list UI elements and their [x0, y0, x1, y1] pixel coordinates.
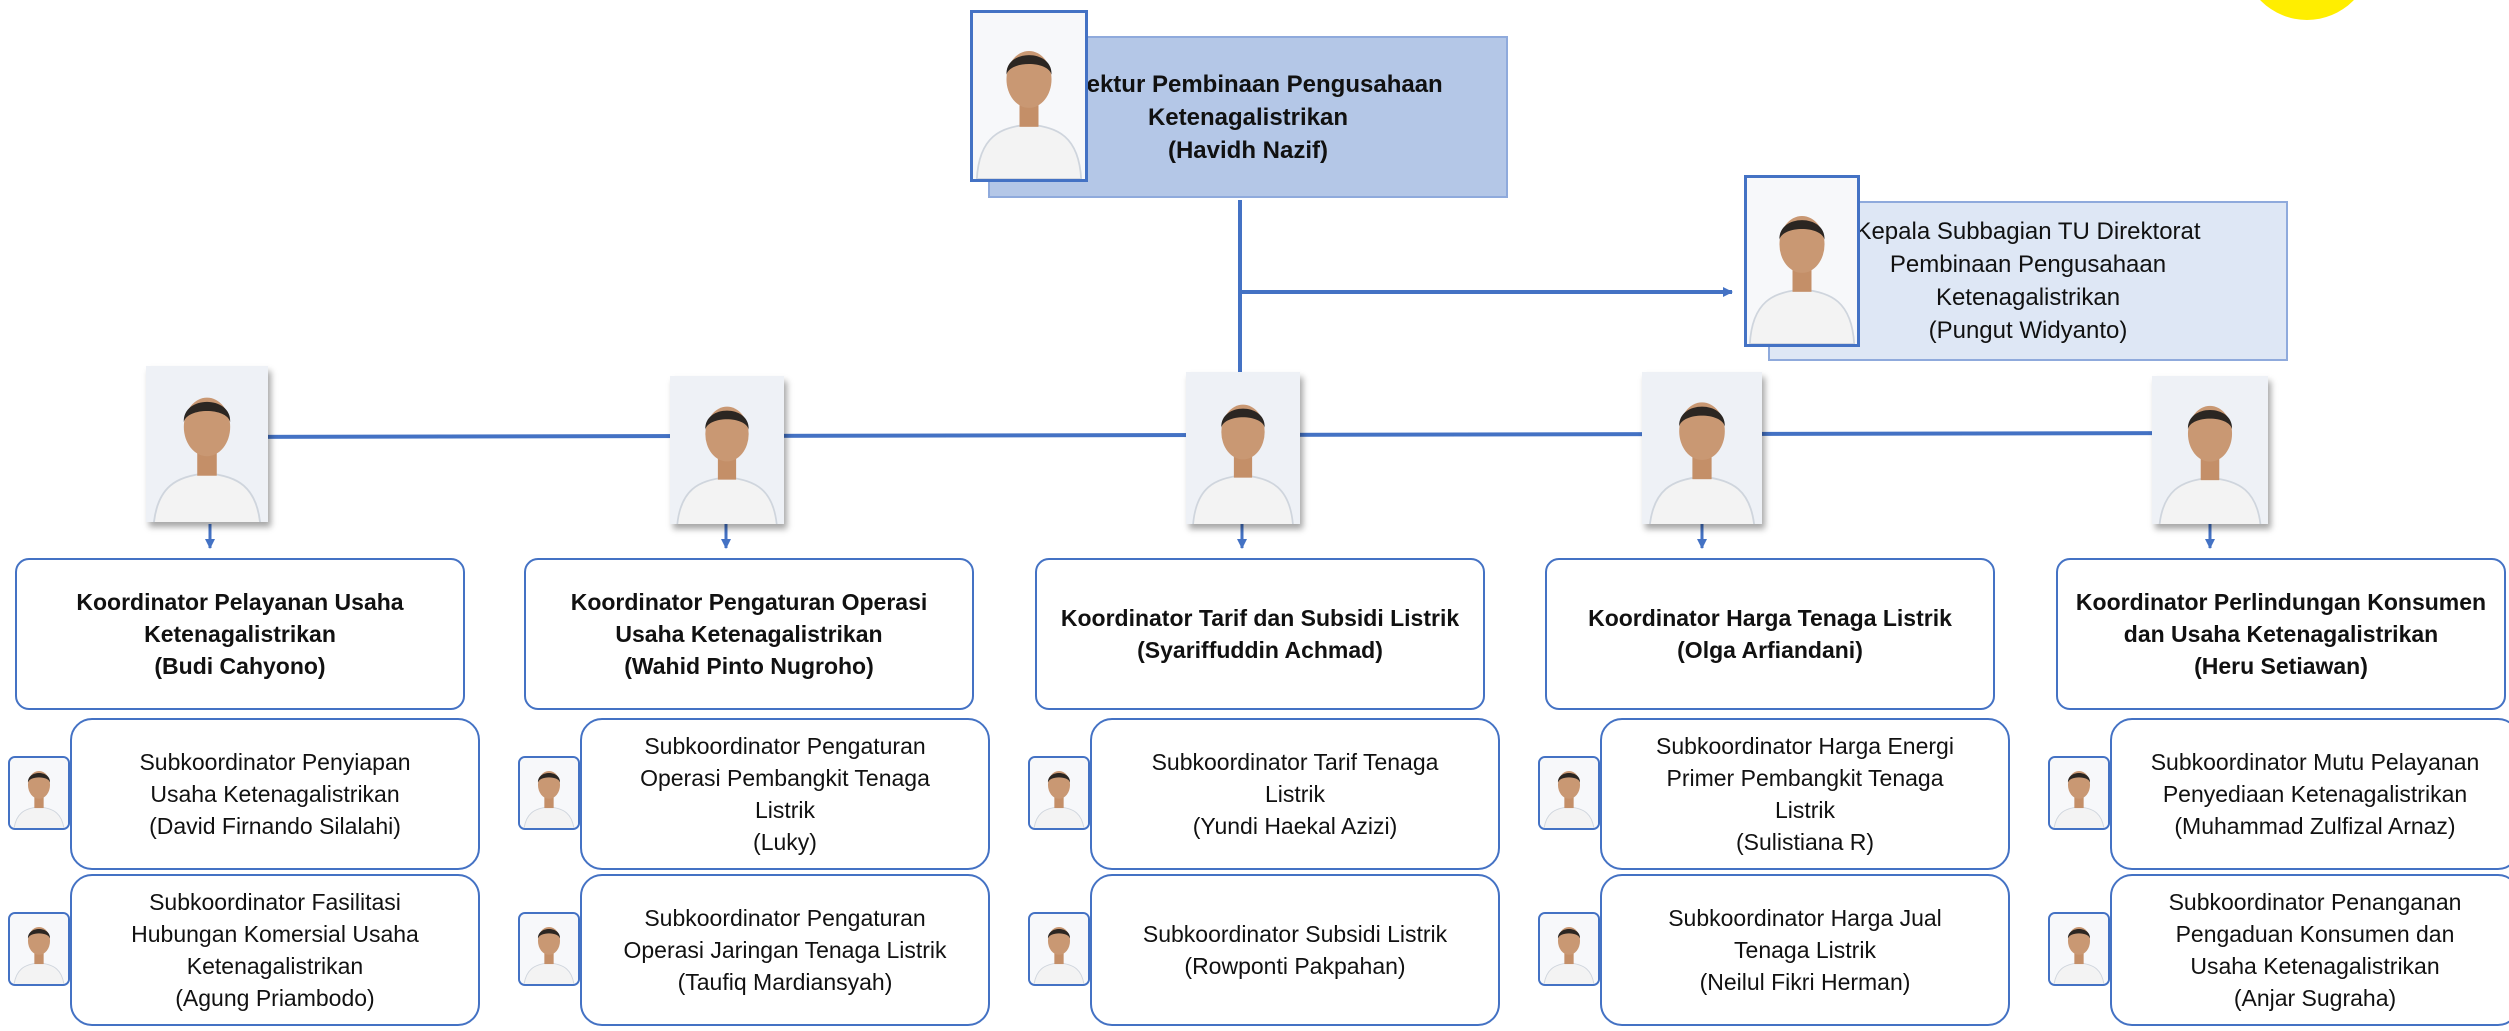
subcoordinator-5b-photo — [2048, 912, 2110, 986]
subcoordinator-4a-line-3: Listrik — [1774, 797, 1836, 823]
subcoordinator-box-5a: Subkoordinator Mutu Pelayanan Penyediaan… — [2110, 718, 2509, 870]
subcoordinator-2b-line-3: (Taufiq Mardiansyah) — [677, 969, 893, 995]
subcoordinator-box-2b: Subkoordinator Pengaturan Operasi Jaring… — [580, 874, 990, 1026]
subcoordinator-2b-photo — [518, 912, 580, 986]
subcoordinator-4a-line-2: Primer Pembangkit Tenaga — [1666, 765, 1944, 791]
subcoordinator-5a-line-3: (Muhammad Zulfizal Arnaz) — [2174, 813, 2456, 839]
subcoordinator-1b-line-1: Subkoordinator Fasilitasi — [149, 889, 401, 915]
coordinator-2-line-1: Koordinator Pengaturan Operasi — [570, 589, 928, 615]
coordinator-1-line-1: Koordinator Pelayanan Usaha — [76, 589, 404, 615]
subcoordinator-3a-line-2: Listrik — [1264, 781, 1326, 807]
subcoordinator-box-2a: Subkoordinator Pengaturan Operasi Pemban… — [580, 718, 990, 870]
subcoordinator-4b-line-1: Subkoordinator Harga Jual — [1668, 905, 1942, 931]
subcoordinator-2a-line-2: Operasi Pembangkit Tenaga — [640, 765, 930, 791]
subcoordinator-1a-line-3: (David Firnando Silalahi) — [149, 813, 401, 839]
tu-head-name: (Pungut Widyanto) — [1928, 317, 2128, 344]
coordinator-box-4: Koordinator Harga Tenaga Listrik (Olga A… — [1545, 558, 1995, 710]
coordinator-4-photo — [1642, 372, 1762, 524]
subcoordinator-4a-photo — [1538, 756, 1600, 830]
coordinator-4-line-1: Koordinator Harga Tenaga Listrik — [1588, 605, 1952, 631]
subcoordinator-2a-line-3: Listrik — [754, 797, 816, 823]
tu-head-title-line-1: Kepala Subbagian TU Direktorat — [1855, 218, 2201, 245]
subcoordinator-box-3b: Subkoordinator Subsidi Listrik (Rowponti… — [1090, 874, 1500, 1026]
subcoordinator-1b-line-3: Ketenagalistrikan — [186, 953, 364, 979]
decorative-yellow-circle — [2242, 0, 2372, 20]
coordinator-box-2: Koordinator Pengaturan Operasi Usaha Ket… — [524, 558, 974, 710]
subcoordinator-2a-line-4: (Luky) — [753, 829, 817, 855]
subcoordinator-1a-photo — [8, 756, 70, 830]
subcoordinator-4b-line-3: (Neilul Fikri Herman) — [1699, 969, 1911, 995]
coordinator-5-line-1: Koordinator Perlindungan Konsumen — [2075, 589, 2487, 615]
subcoordinator-3b-line-1: Subkoordinator Subsidi Listrik — [1142, 921, 1448, 947]
subcoordinator-box-1b: Subkoordinator Fasilitasi Hubungan Komer… — [70, 874, 480, 1026]
subcoordinator-box-1a: Subkoordinator Penyiapan Usaha Ketenagal… — [70, 718, 480, 870]
tu-head-photo — [1744, 175, 1860, 347]
subcoordinator-3a-line-1: Subkoordinator Tarif Tenaga — [1151, 749, 1439, 775]
subcoordinator-4a-line-1: Subkoordinator Harga Energi — [1656, 733, 1954, 759]
coordinator-2-line-3: (Wahid Pinto Nugroho) — [624, 653, 874, 679]
subcoordinator-4a-line-4: (Sulistiana R) — [1735, 829, 1875, 855]
subcoordinator-1a-line-1: Subkoordinator Penyiapan — [139, 749, 411, 775]
subcoordinator-5a-line-1: Subkoordinator Mutu Pelayanan — [2150, 749, 2480, 775]
director-name: (Havidh Nazif) — [1167, 136, 1328, 164]
coordinator-1-line-2: Ketenagalistrikan — [144, 621, 336, 647]
subcoordinator-2b-line-1: Subkoordinator Pengaturan — [644, 905, 926, 931]
coordinator-3-photo — [1186, 372, 1300, 524]
coordinator-1-line-3: (Budi Cahyono) — [154, 653, 326, 679]
subcoordinator-box-4b: Subkoordinator Harga Jual Tenaga Listrik… — [1600, 874, 2010, 1026]
subcoordinator-1b-line-2: Hubungan Komersial Usaha — [131, 921, 419, 947]
subcoordinator-5b-line-3: Usaha Ketenagalistrikan — [2190, 953, 2440, 979]
tu-head-title-line-2: Pembinaan Pengusahaan — [1889, 251, 2167, 278]
coordinator-5-photo — [2152, 376, 2268, 524]
coordinator-2-photo — [670, 376, 784, 524]
subcoordinator-1b-photo — [8, 912, 70, 986]
subcoordinator-3b-line-2: (Rowponti Pakpahan) — [1184, 953, 1406, 979]
subcoordinator-5a-photo — [2048, 756, 2110, 830]
subcoordinator-3b-photo — [1028, 912, 1090, 986]
director-photo — [970, 10, 1088, 182]
coordinator-5-line-3: (Heru Setiawan) — [2194, 653, 2368, 679]
subcoordinator-5b-line-4: (Anjar Sugraha) — [2233, 985, 2397, 1011]
subcoordinator-2b-line-2: Operasi Jaringan Tenaga Listrik — [623, 937, 947, 963]
subcoordinator-4b-line-2: Tenaga Listrik — [1734, 937, 1876, 963]
subcoordinator-1a-line-2: Usaha Ketenagalistrikan — [150, 781, 400, 807]
subcoordinator-5b-line-2: Pengaduan Konsumen dan — [2175, 921, 2455, 947]
coordinator-2-line-2: Usaha Ketenagalistrikan — [615, 621, 883, 647]
coordinator-box-1: Koordinator Pelayanan Usaha Ketenagalist… — [15, 558, 465, 710]
subcoordinator-2a-photo — [518, 756, 580, 830]
subcoordinator-5b-line-1: Subkoordinator Penanganan — [2168, 889, 2462, 915]
director-title-line-1: Direktur Pembinaan Pengusahaan — [1053, 70, 1443, 98]
subcoordinator-3a-line-3: (Yundi Haekal Azizi) — [1192, 813, 1398, 839]
director-title-line-2: Ketenagalistrikan — [1147, 103, 1349, 131]
coordinator-3-line-1: Koordinator Tarif dan Subsidi Listrik — [1060, 605, 1460, 631]
subcoordinator-box-3a: Subkoordinator Tarif Tenaga Listrik (Yun… — [1090, 718, 1500, 870]
coordinator-box-5: Koordinator Perlindungan Konsumen dan Us… — [2056, 558, 2506, 710]
subcoordinator-box-4a: Subkoordinator Harga Energi Primer Pemba… — [1600, 718, 2010, 870]
coordinator-box-3: Koordinator Tarif dan Subsidi Listrik (S… — [1035, 558, 1485, 710]
coordinator-5-line-2: dan Usaha Ketenagalistrikan — [2123, 621, 2439, 647]
subcoordinator-box-5b: Subkoordinator Penanganan Pengaduan Kons… — [2110, 874, 2509, 1026]
subcoordinator-2a-line-1: Subkoordinator Pengaturan — [644, 733, 926, 759]
coordinator-4-line-2: (Olga Arfiandani) — [1677, 637, 1863, 663]
subcoordinator-5a-line-2: Penyediaan Ketenagalistrikan — [2162, 781, 2468, 807]
subcoordinator-4b-photo — [1538, 912, 1600, 986]
subcoordinator-1b-line-4: (Agung Priambodo) — [175, 985, 375, 1011]
coordinator-3-line-2: (Syariffuddin Achmad) — [1137, 637, 1383, 663]
subcoordinator-3a-photo — [1028, 756, 1090, 830]
coordinator-1-photo — [146, 366, 268, 522]
tu-head-title-line-3: Ketenagalistrikan — [1935, 284, 2121, 311]
